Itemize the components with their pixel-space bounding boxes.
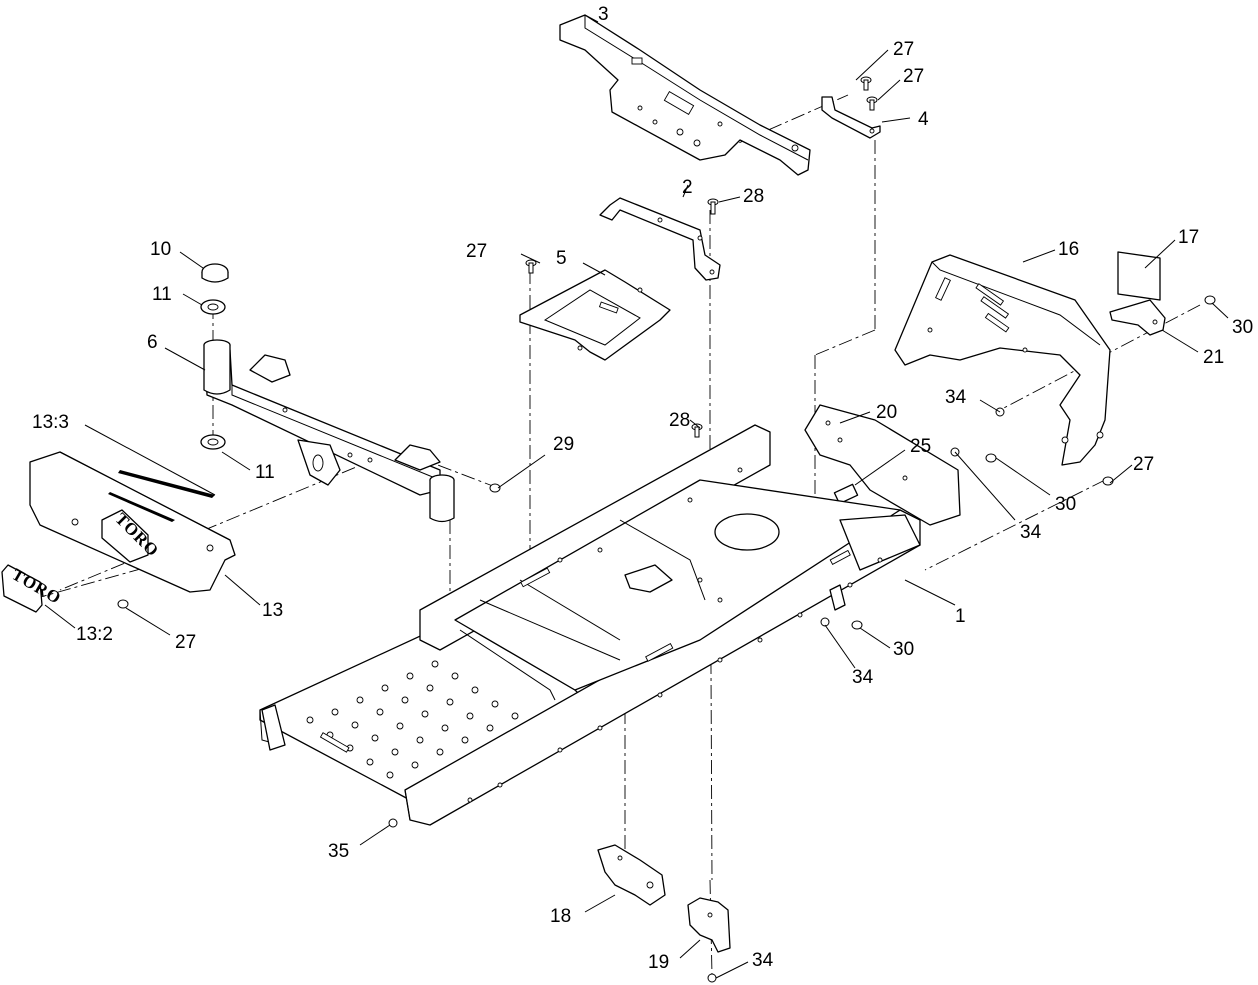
- callout-28-b: 28: [669, 410, 690, 431]
- callout-13-3: 13:3: [32, 412, 69, 433]
- callout-11-upper: 11: [152, 284, 172, 305]
- callout-2: 2: [682, 177, 693, 198]
- part-6-front-axle: [203, 339, 455, 523]
- callout-10: 10: [150, 239, 171, 260]
- callout-30-b: 30: [1055, 494, 1076, 515]
- callout-27-d: 27: [175, 632, 196, 653]
- part-1-main-frame: [259, 424, 921, 826]
- part-19-lower-bracket: [687, 897, 731, 953]
- part-2-bracket: [599, 197, 721, 281]
- callout-18: 18: [550, 906, 571, 927]
- floor-perforation-holes: [306, 660, 519, 779]
- callout-30-c: 30: [893, 639, 914, 660]
- callout-17: 17: [1178, 227, 1199, 248]
- part-13-3-decal-stripe: [108, 470, 215, 522]
- callout-11-lower: 11: [255, 462, 275, 483]
- callout-4: 4: [918, 109, 929, 130]
- callout-21: 21: [1203, 347, 1224, 368]
- part-3-upper-bracket: [559, 14, 811, 176]
- callout-16: 16: [1058, 239, 1079, 260]
- callout-28-a: 28: [743, 186, 764, 207]
- fasteners: [117, 76, 1216, 983]
- callout-29: 29: [553, 434, 574, 455]
- part-20-rear-plate: [804, 404, 961, 526]
- callout-34-b: 34: [1020, 522, 1042, 543]
- callout-35: 35: [328, 841, 349, 862]
- callout-3: 3: [598, 4, 609, 25]
- part-5-plate: [519, 269, 671, 361]
- callout-30-a: 30: [1232, 317, 1253, 338]
- callout-34-d: 34: [752, 950, 774, 971]
- callout-25: 25: [910, 436, 931, 457]
- part-13-front-cover: TORO: [29, 451, 236, 593]
- callout-27-a: 27: [893, 39, 914, 60]
- callout-27-c: 27: [466, 241, 487, 262]
- part-13-2-logo-decal: TORO: [1, 564, 65, 613]
- callout-34-c: 34: [852, 667, 874, 688]
- callout-13-2: 13:2: [76, 624, 113, 645]
- callout-13: 13: [262, 600, 283, 621]
- callout-27-e: 27: [1133, 454, 1154, 475]
- callout-5: 5: [556, 248, 567, 269]
- part-21-small-bracket: [1109, 299, 1166, 336]
- part-4-angle-bracket: [821, 96, 881, 139]
- callout-20: 20: [876, 402, 897, 423]
- part-18-lower-bracket: [597, 844, 666, 906]
- callout-19: 19: [648, 952, 669, 973]
- callout-leaders: [44, 14, 1229, 979]
- callout-1: 1: [955, 606, 966, 627]
- part-10-cap: [201, 263, 229, 283]
- callout-27-b: 27: [903, 66, 924, 87]
- callout-6: 6: [147, 332, 158, 353]
- callout-labels: 1 2 3 4 5 6 10 11 11 13 13:2 13:3 16 17 …: [32, 4, 1253, 973]
- part-11-bearing-upper: [200, 299, 226, 315]
- part-16-rear-guard: [894, 254, 1111, 466]
- part-11-bearing-lower: [200, 434, 226, 450]
- callout-34-a: 34: [945, 387, 967, 408]
